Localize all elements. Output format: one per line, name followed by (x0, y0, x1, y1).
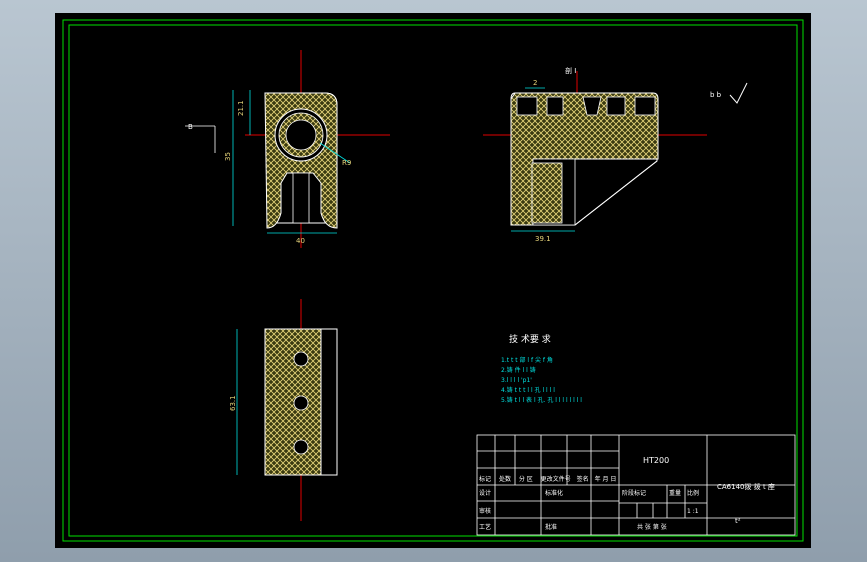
outer-border (62, 19, 804, 542)
tech-item-5: 5.铸 t l l 表 l 孔. 孔 l l l l l l l l (501, 396, 582, 404)
sheet-label: t² (735, 517, 741, 525)
title-standard: 标准化 (545, 489, 563, 497)
title-process: 工艺 (479, 523, 491, 531)
cad-drawing: 21.1 35 40 R9 B 39.1 2 剖 I b b (62, 19, 804, 542)
tech-item-1: 1.t t t 部 l f 尖 f 角 (501, 356, 553, 364)
dim-front-radius: R9 (342, 159, 351, 167)
dim-bottom-length: 63.1 (229, 395, 237, 411)
title-weight: 重量 (669, 489, 681, 497)
bottom-view: 63.1 (229, 299, 338, 521)
drawing-canvas[interactable]: 21.1 35 40 R9 B 39.1 2 剖 I b b (55, 13, 811, 548)
tech-heading: 技 术要 求 (509, 333, 551, 345)
section-label: 剖 I (565, 66, 576, 75)
tech-item-3: 3.l l l l 'p1' (501, 377, 532, 384)
front-view: 21.1 35 40 R9 B (185, 50, 390, 248)
title-row-labels: 标记 处数 分 区 更改文件号 签名 年 月 日 (479, 475, 616, 483)
title-approve: 批准 (545, 523, 557, 531)
surface-note: b b (710, 91, 722, 99)
title-review: 审核 (479, 507, 491, 515)
tech-requirements: 技 术要 求 1.t t t 部 l f 尖 f 角 2.铸 件 l l 铸 3… (501, 333, 582, 404)
inner-border (68, 24, 798, 537)
title-block (476, 434, 796, 536)
tech-item-4: 4.铸 t t t l l 孔 l l l l (501, 386, 555, 394)
part-name: CA6140拨 拨 t 座 (717, 482, 775, 491)
material-label: HT200 (643, 456, 669, 465)
dim-front-width: 40 (296, 237, 305, 245)
section-view: 39.1 2 剖 I b b (483, 66, 748, 243)
tech-item-2: 2.铸 件 l l 铸 (501, 366, 536, 374)
title-stage: 阶段标记 (622, 489, 646, 497)
dim-front-top: 21.1 (237, 100, 245, 116)
dim-side-gap: 2 (533, 79, 537, 87)
title-scale: 1 :1 (687, 508, 699, 515)
dim-side-width: 39.1 (535, 235, 551, 243)
view-arrow-label: B (188, 123, 193, 131)
title-design: 设计 (479, 489, 491, 497)
dim-front-height: 35 (224, 152, 232, 161)
title-sheets: 共 张 第 张 (637, 523, 667, 531)
title-ratio: 比例 (687, 489, 699, 497)
